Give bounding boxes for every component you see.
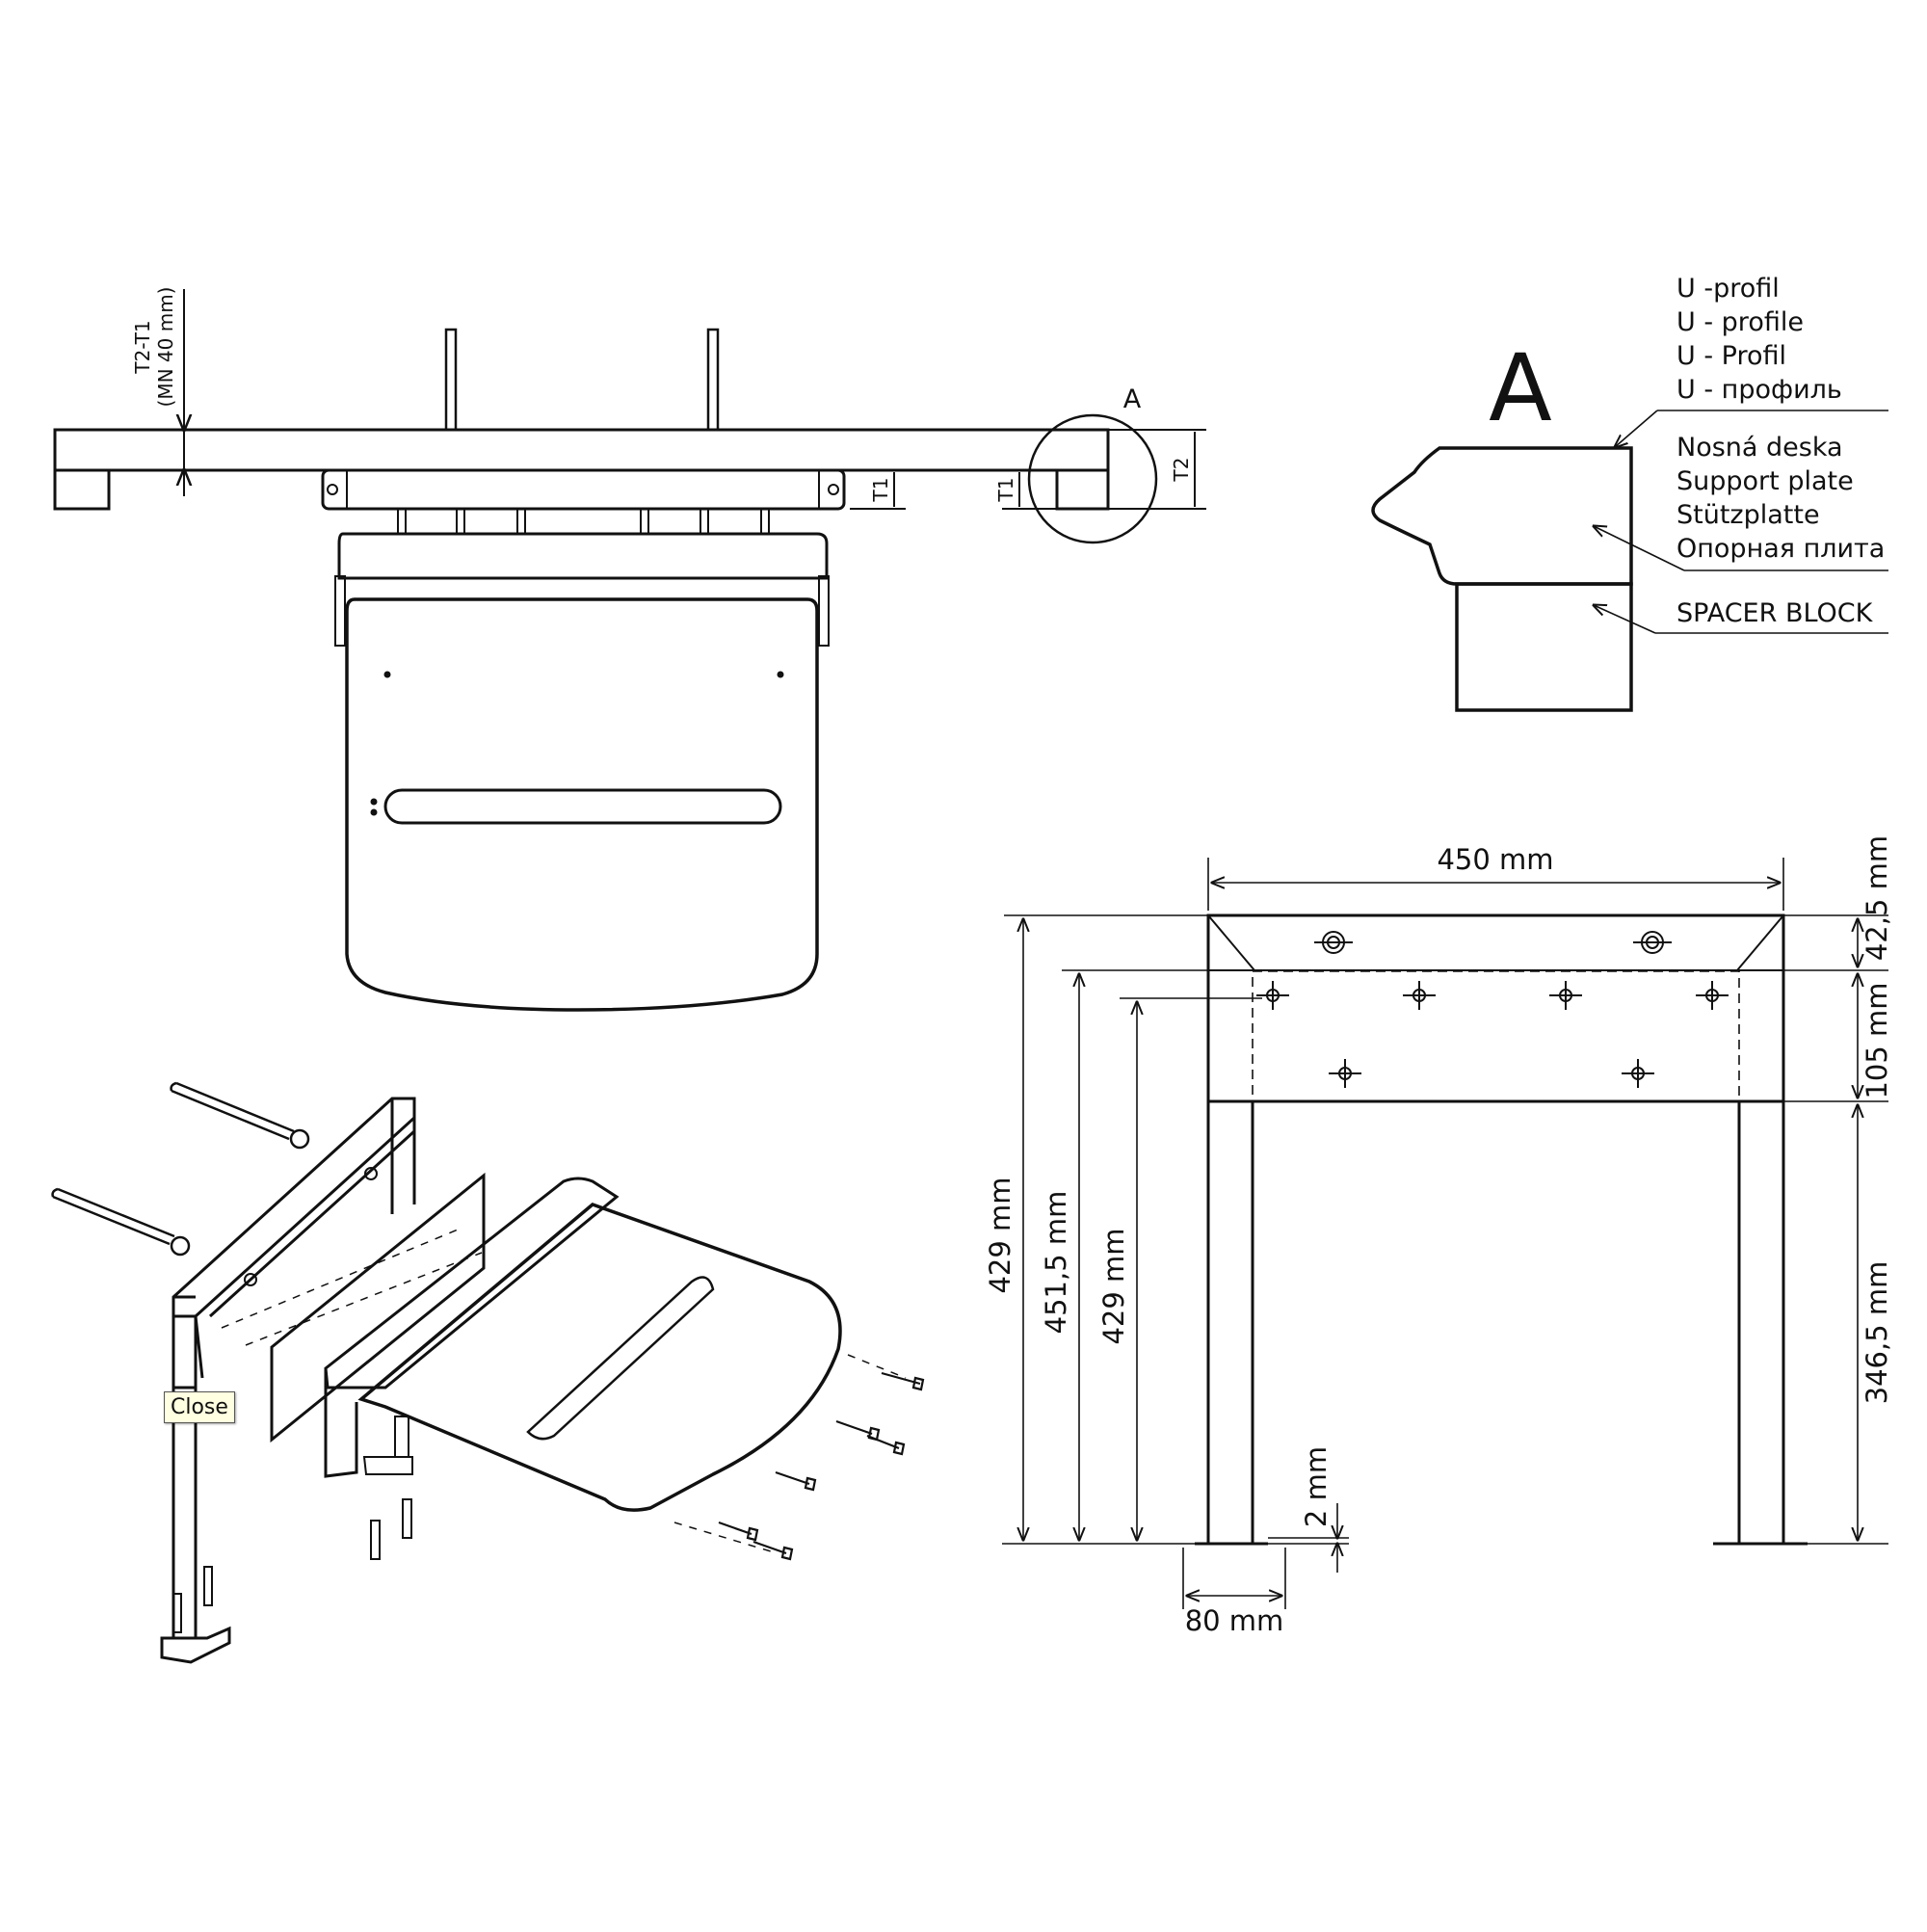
dim-leg-height: 346,5 mm xyxy=(1861,1261,1893,1405)
seat-hinge xyxy=(337,532,829,580)
dim-total-height: 429 mm xyxy=(984,1177,1016,1293)
support-plate-de: Stützplatte xyxy=(1676,500,1820,530)
front-view-dimensions xyxy=(1002,858,1888,1609)
u-profile-cs: U -profil xyxy=(1676,274,1780,304)
support-plate xyxy=(321,468,846,511)
dim-top-band: 42,5 mm xyxy=(1861,835,1893,961)
dim-foot-width: 80 mm xyxy=(1185,1604,1284,1637)
front-holes xyxy=(1256,931,1729,1088)
t2-label: T2 xyxy=(1170,458,1193,483)
detail-a-ref: A xyxy=(1123,384,1142,414)
dim-plate-band: 105 mm xyxy=(1861,982,1893,1098)
u-profile-de: U - Profil xyxy=(1676,341,1786,371)
iso-seat-slot xyxy=(526,1276,715,1441)
support-plate-en: Support plate xyxy=(1676,466,1854,496)
support-plate-ru: Опорная плита xyxy=(1676,534,1885,564)
front-view-labels: 450 mm 42,5 mm 105 mm 346,5 mm 429 mm 45… xyxy=(984,835,1893,1637)
dim-foot-gap: 2 mm xyxy=(1300,1446,1333,1527)
detail-a-labels: A U -profil U - profile U - Profil U - п… xyxy=(1489,274,1885,628)
iso-rods xyxy=(51,1081,310,1257)
bolt-left xyxy=(327,484,338,495)
rod-right xyxy=(706,328,720,432)
spacer-block-right xyxy=(1055,468,1110,511)
spacer-block-section xyxy=(1455,582,1633,712)
detail-a-leaders xyxy=(1594,410,1888,634)
top-view-dimensions xyxy=(184,289,1206,510)
min-40mm-label: (MN 40 mm) xyxy=(154,287,177,408)
support-plate-section xyxy=(1371,446,1633,586)
folding-seat xyxy=(345,597,819,1012)
iso-seat xyxy=(357,1203,842,1512)
isometric-view xyxy=(51,1081,925,1664)
rod-left xyxy=(444,328,458,432)
spacer-block-label: SPACER BLOCK xyxy=(1676,598,1874,628)
detail-a xyxy=(1371,446,1633,712)
detail-a-circle xyxy=(1027,413,1158,544)
iso-nut-2 xyxy=(170,1235,191,1257)
front-frame-top xyxy=(1206,913,1785,1103)
u-profile-ru: U - профиль xyxy=(1676,375,1842,405)
iso-seat-hinge xyxy=(324,1177,620,1389)
dim-mid-height: 451,5 mm xyxy=(1040,1191,1072,1335)
dim-width-450: 450 mm xyxy=(1437,843,1553,876)
iso-nut-1 xyxy=(289,1128,310,1150)
t1-label-right: T1 xyxy=(994,478,1017,503)
u-profile-en: U - profile xyxy=(1676,307,1804,337)
u-profile-bar xyxy=(53,428,1110,472)
iso-screws xyxy=(718,1371,925,1561)
detail-a-title: A xyxy=(1489,334,1552,442)
front-support-plate xyxy=(1252,970,1740,1102)
close-tooltip[interactable]: Close xyxy=(164,1391,235,1423)
iso-assembly-lines xyxy=(221,1227,907,1552)
t1-label-left: T1 xyxy=(869,478,892,503)
support-plate-cs: Nosná deska xyxy=(1676,433,1843,463)
t2-t1-label: T2-T1 xyxy=(131,320,154,374)
front-view xyxy=(1195,913,1808,1546)
spacer-block-left xyxy=(53,468,111,511)
iso-support-plate xyxy=(270,1172,486,1443)
dim-inner-height: 429 mm xyxy=(1097,1228,1130,1344)
seat-grip-slot xyxy=(383,788,782,825)
top-view-labels: T2-T1 (MN 40 mm) T1 T1 T2 A xyxy=(131,287,1193,503)
bolt-right xyxy=(828,484,839,495)
iso-frame xyxy=(160,1097,416,1664)
top-view xyxy=(53,328,1158,1012)
